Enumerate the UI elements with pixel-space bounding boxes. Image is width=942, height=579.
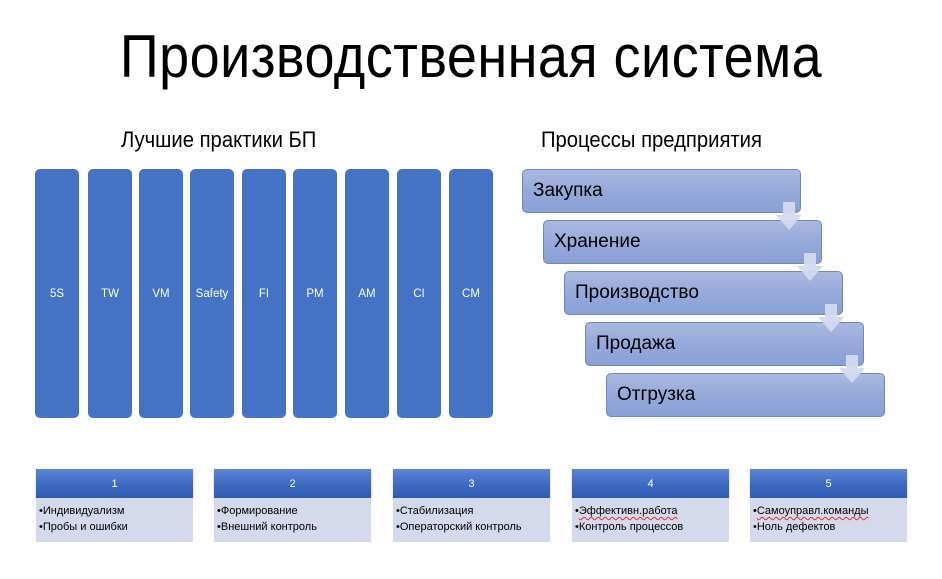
stage-number: 3 bbox=[393, 469, 550, 498]
stage-body: •Формирование •Внешний контроль bbox=[214, 498, 371, 542]
practice-column-fi: FI bbox=[242, 169, 286, 418]
stage-number: 1 bbox=[36, 469, 193, 498]
practice-column-ci: CI bbox=[397, 169, 441, 418]
down-arrow-icon bbox=[839, 355, 865, 383]
process-step-sales: Продажа bbox=[585, 322, 864, 366]
stage-number: 2 bbox=[214, 469, 371, 498]
stage-item: Ноль дефектов bbox=[756, 521, 836, 533]
stage-card-3: 3 •Стабилизация •Операторский контроль bbox=[393, 469, 550, 542]
stage-item: Самоуправл.команды bbox=[756, 505, 869, 517]
stage-body: •Индивидуализм •Пробы и ошибки bbox=[36, 498, 193, 542]
practice-column-vm: VM bbox=[139, 169, 183, 418]
stage-item: Эффективн.работа bbox=[578, 505, 678, 517]
practice-column-cm: CM bbox=[449, 169, 493, 418]
stage-item: Индивидуализм bbox=[42, 505, 125, 517]
process-step-production: Производство bbox=[564, 271, 843, 315]
process-step-purchasing: Закупка bbox=[522, 169, 801, 213]
best-practices-heading: Лучшие практики БП bbox=[121, 127, 317, 152]
practice-column-safety: Safety bbox=[190, 169, 234, 418]
stage-card-5: 5 •Самоуправл.команды •Ноль дефектов bbox=[750, 469, 907, 542]
stage-body: •Самоуправл.команды •Ноль дефектов bbox=[750, 498, 907, 542]
practice-column-pm: PM bbox=[293, 169, 337, 418]
stage-card-1: 1 •Индивидуализм •Пробы и ошибки bbox=[36, 469, 193, 542]
process-step-shipping: Отгрузка bbox=[606, 373, 885, 417]
slide-title: Производственная система bbox=[119, 23, 823, 90]
stage-item: Операторский контроль bbox=[399, 521, 522, 533]
stage-number: 5 bbox=[750, 469, 907, 498]
stage-item: Пробы и ошибки bbox=[42, 521, 128, 533]
stage-item: Формирование bbox=[220, 505, 298, 517]
down-arrow-icon bbox=[818, 304, 844, 332]
processes-heading: Процессы предприятия bbox=[541, 127, 762, 152]
practice-column-5s: 5S bbox=[35, 169, 79, 418]
stage-body: •Эффективн.работа •Контроль процессов bbox=[572, 498, 729, 542]
down-arrow-icon bbox=[797, 253, 823, 281]
stage-item: Контроль процессов bbox=[578, 521, 684, 533]
practice-column-am: AM bbox=[345, 169, 389, 418]
stage-body: •Стабилизация •Операторский контроль bbox=[393, 498, 550, 542]
practice-column-tw: TW bbox=[88, 169, 132, 418]
stage-item: Стабилизация bbox=[399, 505, 474, 517]
down-arrow-icon bbox=[776, 202, 802, 230]
stage-item: Внешний контроль bbox=[220, 521, 317, 533]
stage-card-2: 2 •Формирование •Внешний контроль bbox=[214, 469, 371, 542]
process-step-storage: Хранение bbox=[543, 220, 822, 264]
stage-card-4: 4 •Эффективн.работа •Контроль процессов bbox=[572, 469, 729, 542]
stage-number: 4 bbox=[572, 469, 729, 498]
